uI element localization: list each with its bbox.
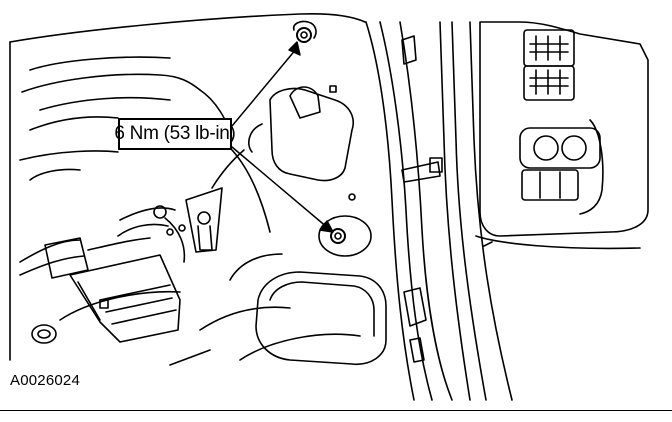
lower-nut	[318, 193, 372, 257]
grommet	[31, 324, 57, 344]
wiring-harness	[19, 187, 223, 343]
control-module	[211, 85, 354, 189]
instrument-panel	[475, 21, 649, 250]
callout-leader-lines	[231, 41, 334, 233]
bottom-rule	[0, 410, 672, 411]
door-panel-outline	[9, 13, 366, 366]
upper-nut	[292, 20, 317, 43]
lower-panel-cutout	[229, 253, 387, 365]
torque-callout-label: 6 Nm (53 lb-in)	[114, 123, 236, 144]
torque-callout: 6 Nm (53 lb-in)	[114, 118, 236, 150]
door-pillar	[365, 21, 513, 401]
figure-id-label: A0026024	[10, 372, 81, 389]
